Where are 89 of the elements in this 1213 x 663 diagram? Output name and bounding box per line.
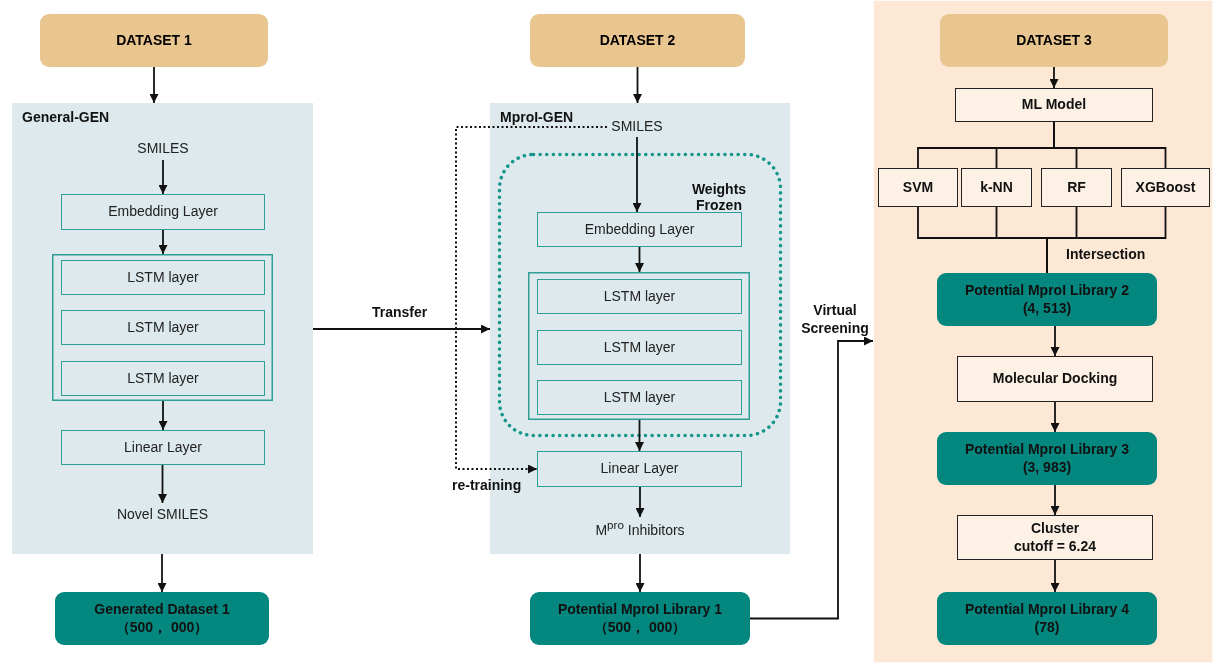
arrow xyxy=(1049,66,1059,89)
box-label: Cluster xyxy=(1030,520,1080,538)
layer-box xyxy=(61,430,265,465)
box-label: LSTM layer xyxy=(603,388,676,407)
box-label: Linear Layer xyxy=(124,438,202,457)
box-label: LSTM layer xyxy=(127,369,199,388)
box-label: k-NN xyxy=(980,178,1013,197)
layer-box xyxy=(61,310,265,345)
layer-box xyxy=(537,330,742,365)
arrow xyxy=(1050,325,1060,357)
box-label: Potential MproI Library 1 xyxy=(557,601,723,619)
box-label: Potential MproI Library 2 xyxy=(964,282,1130,300)
box-label: DATASET 3 xyxy=(1016,31,1092,50)
layer-box xyxy=(61,194,265,230)
text-label: SMILES xyxy=(137,139,189,158)
dataset-box xyxy=(40,14,268,67)
layer-box xyxy=(537,212,742,247)
layer-box xyxy=(537,380,742,415)
library-box xyxy=(937,592,1157,645)
library-box xyxy=(530,592,750,645)
text-label: Novel SMILES xyxy=(116,506,208,524)
group-heading: Weights Frozen xyxy=(690,181,748,214)
process-box xyxy=(955,88,1153,122)
box-label: Potential MproI Library 4 xyxy=(964,601,1130,619)
process-box xyxy=(1121,168,1210,207)
box-label: Molecular Docking xyxy=(992,370,1118,388)
arrow xyxy=(635,419,644,452)
box-label: RF xyxy=(1067,178,1086,197)
layer-box xyxy=(61,260,265,295)
box-label: (4, 513) xyxy=(1022,299,1072,317)
connector-line xyxy=(1046,206,1167,274)
dataset-box xyxy=(530,14,745,67)
arrow xyxy=(158,400,168,431)
box-label: XGBoost xyxy=(1135,178,1196,197)
process-box xyxy=(878,168,958,207)
box-label: SVM xyxy=(902,178,934,197)
arrow xyxy=(633,66,642,104)
box-label: LSTM layer xyxy=(127,318,199,337)
library-box xyxy=(55,592,269,645)
edge-label: Transfer xyxy=(372,304,428,322)
box-label: Embedding Layer xyxy=(584,220,695,239)
dataset-box xyxy=(940,14,1168,67)
layer-box xyxy=(61,361,265,396)
box-label: DATASET 1 xyxy=(116,31,192,50)
box-label: (3, 983) xyxy=(1022,458,1072,476)
box-label: Potential MproI Library 3 xyxy=(964,441,1130,459)
edge-label: re-training xyxy=(452,477,522,495)
box-label: DATASET 2 xyxy=(599,31,676,50)
arrow xyxy=(635,246,644,273)
process-box xyxy=(1041,168,1112,207)
group-heading: MproI-GEN xyxy=(500,109,574,126)
box-label: Generated Dataset 1 xyxy=(94,601,230,619)
library-box xyxy=(937,432,1157,485)
arrow xyxy=(1050,484,1060,516)
arrow xyxy=(149,66,159,104)
box-label: (78) xyxy=(1034,618,1060,636)
process-box xyxy=(961,168,1032,207)
arrow xyxy=(635,486,645,518)
box-label: LSTM layer xyxy=(603,338,676,357)
box-label: cutoff = 6.24 xyxy=(1013,537,1097,555)
edge-label: Virtual Screening xyxy=(800,302,870,337)
box-label: LSTM layer xyxy=(603,287,676,306)
note-label: Intersection xyxy=(1066,246,1146,262)
process-box xyxy=(957,356,1153,402)
model-panel xyxy=(12,103,313,554)
process-box xyxy=(957,515,1153,560)
text-label: M$^{pro}$ Inhibitors xyxy=(595,518,685,540)
arrow xyxy=(158,159,168,195)
layer-box xyxy=(537,451,742,487)
box-label: Embedding Layer xyxy=(108,203,218,221)
arrow xyxy=(158,229,168,255)
group-heading: General-GEN xyxy=(22,109,110,126)
arrow xyxy=(157,553,167,593)
arrow xyxy=(455,126,608,474)
arrow xyxy=(632,136,642,213)
text-label: SMILES xyxy=(611,118,663,136)
box-label: ML Model xyxy=(1021,96,1087,114)
arrow xyxy=(635,553,645,593)
layer-box xyxy=(537,279,742,314)
box-label: （500， 000） xyxy=(115,618,209,636)
box-label: Linear Layer xyxy=(600,460,679,478)
box-label: （500， 000） xyxy=(593,618,687,636)
library-box xyxy=(937,273,1157,326)
arrow xyxy=(1050,559,1060,593)
arrow xyxy=(749,336,874,620)
arrow xyxy=(312,324,491,334)
arrow xyxy=(1050,401,1060,433)
arrow xyxy=(158,464,167,504)
box-label: LSTM layer xyxy=(127,268,199,287)
